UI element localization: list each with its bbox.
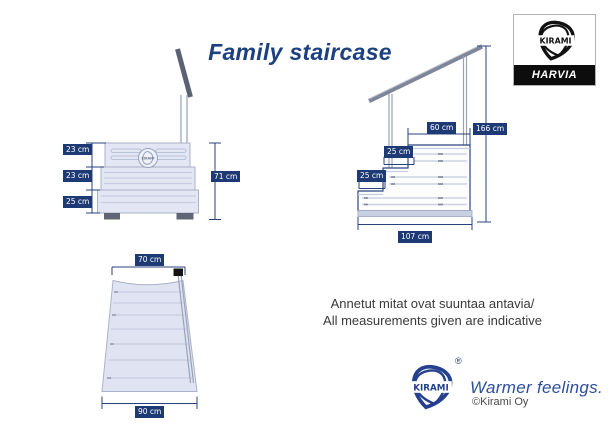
page-title: Family staircase	[208, 39, 392, 65]
kirami-footer-logo-icon: KIRAMI	[410, 364, 453, 410]
footer-kirami-wordmark: KIRAMI	[413, 383, 449, 393]
top-view-drawing	[101, 266, 198, 409]
top-dim-bottom-width: 90 cm	[135, 406, 165, 418]
kirami-logo-icon: KIRAMI	[536, 20, 575, 61]
note-line-fi: Annetut mitat ovat suuntaa antavia/	[330, 296, 535, 311]
kirami-wordmark: KIRAMI	[540, 37, 572, 46]
side-dim-total-height: 166 cm	[473, 123, 508, 135]
registered-trademark-symbol: ®	[455, 356, 462, 366]
brand-box: KIRAMI HARVIA	[513, 14, 596, 86]
kirami-emblem-icon: KIRAMI	[138, 148, 158, 168]
brand-tagline: Warmer feelings.	[470, 378, 603, 397]
front-dim-top: 23 cm	[63, 143, 93, 155]
harvia-wordmark: HARVIA	[514, 65, 595, 85]
side-dim-step-upper: 25 cm	[384, 146, 414, 158]
copyright-text: ©Kirami Oy	[472, 396, 529, 408]
top-dim-top-width: 70 cm	[135, 254, 165, 266]
side-view-drawing	[357, 43, 491, 230]
note-line-en: All measurements given are indicative	[323, 313, 542, 328]
svg-text:KIRAMI: KIRAMI	[142, 157, 155, 161]
handrail-post-cap	[173, 268, 183, 276]
front-dim-height: 71 cm	[211, 170, 241, 182]
front-dim-mid: 23 cm	[63, 170, 93, 182]
side-dim-step-lower: 25 cm	[357, 170, 387, 182]
measurements-note: Annetut mitat ovat suuntaa antavia/ All …	[310, 295, 555, 329]
front-dim-bottom: 25 cm	[63, 196, 93, 208]
front-view-drawing: KIRAMI	[86, 48, 221, 220]
side-dim-length: 107 cm	[398, 231, 433, 243]
side-dim-platform: 60 cm	[427, 122, 457, 134]
